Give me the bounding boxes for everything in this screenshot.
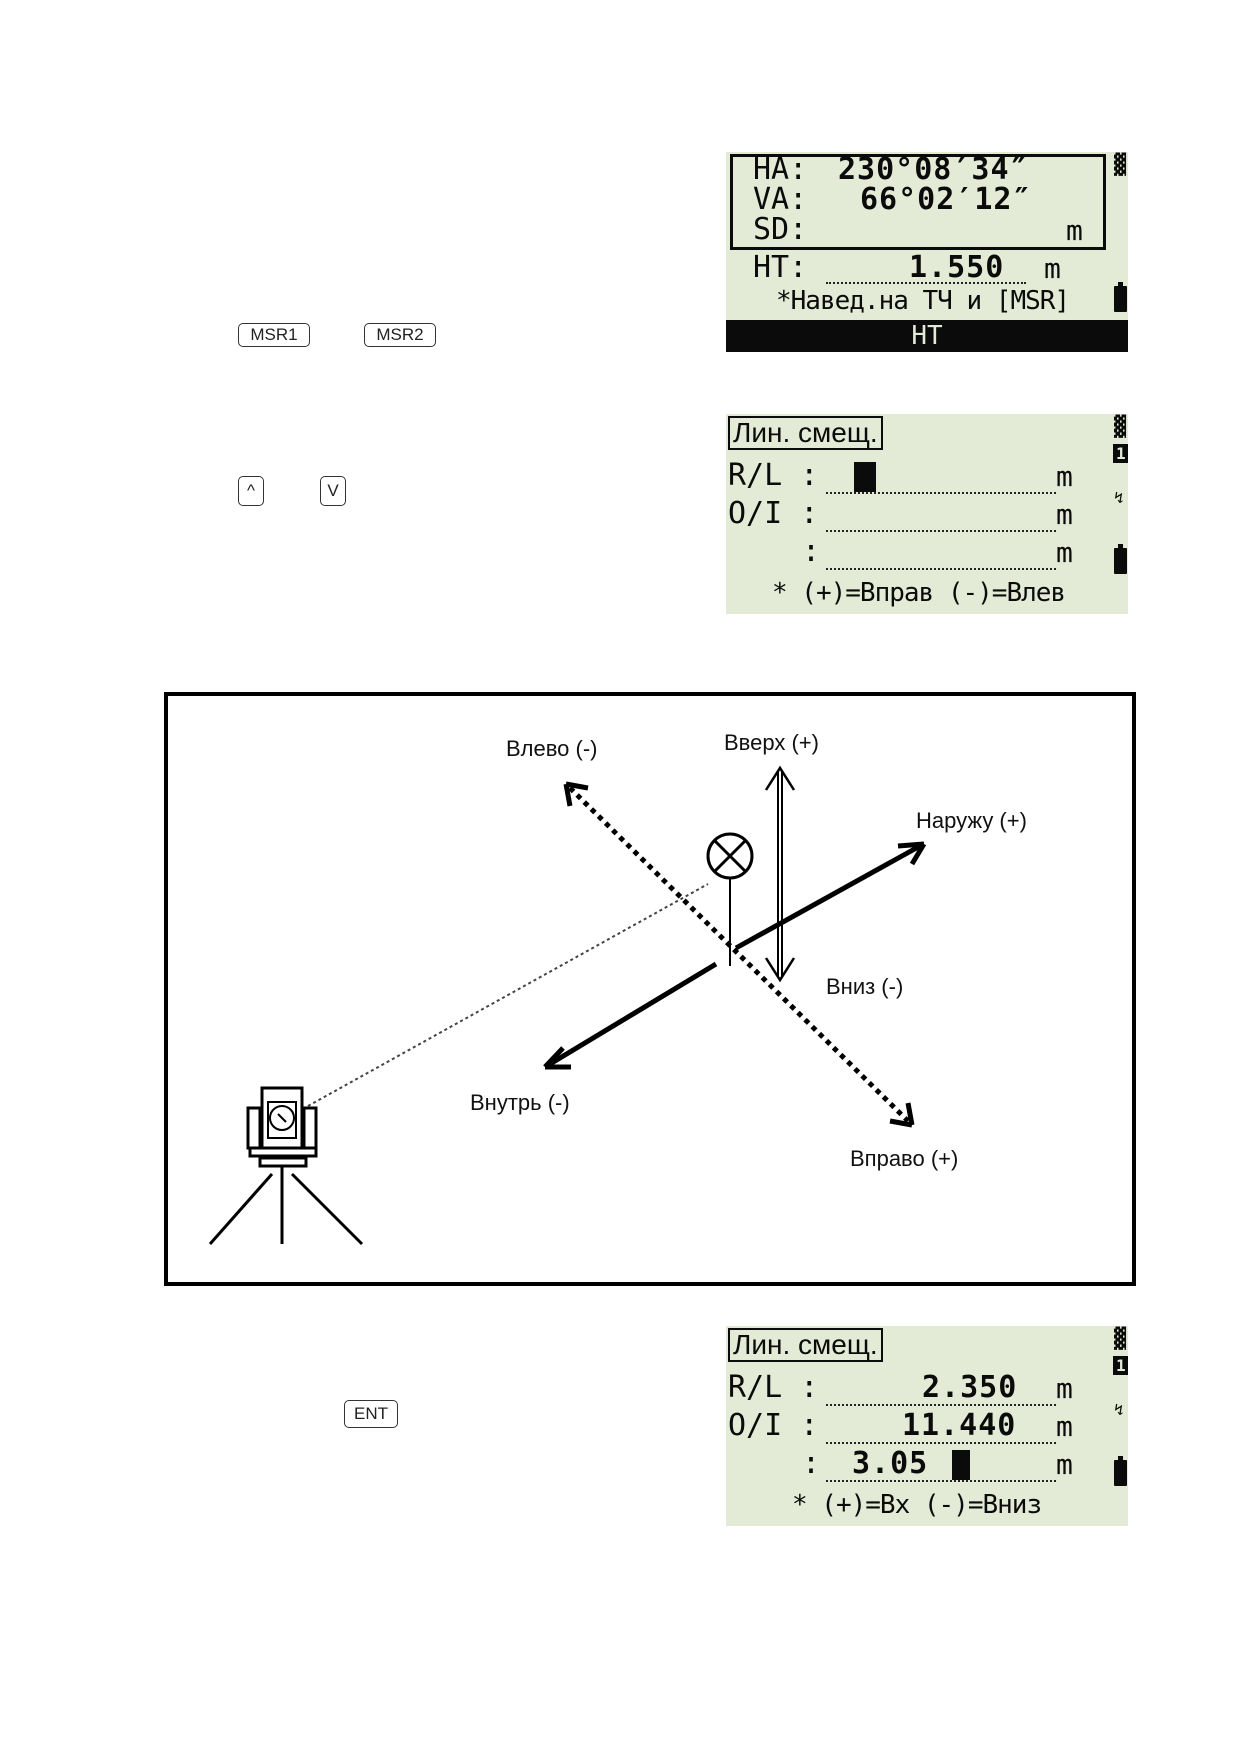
sd-unit: m [1066,214,1083,247]
battery-icon [1114,282,1127,312]
north-icon: ↯ [1114,488,1124,507]
rl-label: R/L : [728,458,819,493]
diagram-svg: Влево (-) Вверх (+) Наружу (+) Вниз (-) … [208,730,1027,1246]
third-value[interactable]: 3.05 [852,1446,929,1481]
offset-directions-diagram: Влево (-) Вверх (+) Наружу (+) Вниз (-) … [164,692,1136,1286]
down-arrowhead [764,957,796,983]
input-cursor[interactable] [854,462,876,492]
lcd-line-offset-screen-filled: Лин. смещ. R/L : 2.350 m O/I : 11.440 m … [726,1326,1128,1526]
ht-value[interactable]: 1.550 [909,250,1005,285]
north-icon: ↯ [1114,1400,1124,1419]
label-down: Вниз (-) [826,974,903,999]
oi-dotted-line [826,1442,1056,1444]
down-key[interactable]: V [320,476,346,506]
sight-line [307,883,709,1107]
sd-label: SD: [753,212,808,247]
lcd-measure-screen: HA: 230°08′34″ VA: 66°02′12″ SD: m HT: 1… [726,152,1128,352]
oi-value[interactable]: 11.440 [902,1408,1017,1443]
third-unit: m [1056,1448,1073,1481]
battery-icon [1114,544,1127,574]
out-axis [734,843,922,951]
oi-unit: m [1056,498,1073,531]
rl-value[interactable]: 2.350 [922,1370,1018,1405]
third-dotted-line [826,568,1056,570]
rl-unit: m [1056,460,1073,493]
rl-unit: m [1056,1372,1073,1405]
third-unit: m [1056,536,1073,569]
ha-label: HA: [753,152,808,187]
up-key[interactable]: ^ [238,476,264,506]
ha-value: 230°08′34″ [838,152,1029,187]
screen-title: Лин. смещ. [728,1328,883,1362]
prompt-text: *Навед.на ТЧ и [MSR] [776,286,1070,316]
rl-dotted-line [826,492,1056,494]
softkey-ht[interactable]: HT [726,320,1128,352]
ht-dotted-line [826,282,1026,284]
signal-icon: ▓ [1114,152,1127,176]
right-arrowhead [889,1102,915,1128]
label-in: Внутрь (-) [470,1090,570,1115]
page-number-icon: 1 [1113,1356,1128,1375]
total-station-icon [208,1086,364,1246]
third-dotted-line [826,1480,1056,1482]
label-right: Вправо (+) [850,1146,958,1171]
third-label: : [802,1446,821,1481]
ent-key[interactable]: ENT [344,1400,398,1428]
signal-icon: ▓ [1114,1326,1127,1350]
in-arrowhead [543,1046,571,1070]
page-number-icon: 1 [1113,444,1128,463]
msr2-key[interactable]: MSR2 [364,323,436,347]
screen-title: Лин. смещ. [728,416,883,450]
in-out-axis [548,961,718,1067]
msr1-key[interactable]: MSR1 [238,323,310,347]
measure-frame [730,154,1106,250]
hint-text: * (+)=Вх (-)=Вниз [792,1490,1042,1520]
lcd-line-offset-screen-empty: Лин. смещ. R/L : m O/I : m : m * (+)=Впр… [726,414,1128,614]
signal-icon: ▓ [1114,414,1127,438]
rl-label: R/L : [728,1370,819,1405]
rl-dotted-line [826,1404,1056,1406]
ht-label: HT: [753,250,808,285]
oi-label: O/I : [728,1408,819,1443]
label-up: Вверх (+) [724,730,819,755]
battery-icon [1114,1456,1127,1486]
hint-text: * (+)=Вправ (-)=Влев [772,578,1066,608]
va-value: 66°02′12″ [860,182,1032,217]
up-arrowhead [764,765,796,791]
third-label: : [802,534,821,569]
va-label: VA: [753,182,808,217]
input-cursor[interactable] [952,1450,970,1480]
oi-label: O/I : [728,496,819,531]
left-arrowhead [563,781,589,807]
label-left: Влево (-) [506,736,598,761]
oi-unit: m [1056,1410,1073,1443]
oi-dotted-line [826,530,1056,532]
ht-unit: m [1044,252,1061,285]
out-arrowhead [897,841,927,866]
label-out: Наружу (+) [916,808,1027,833]
